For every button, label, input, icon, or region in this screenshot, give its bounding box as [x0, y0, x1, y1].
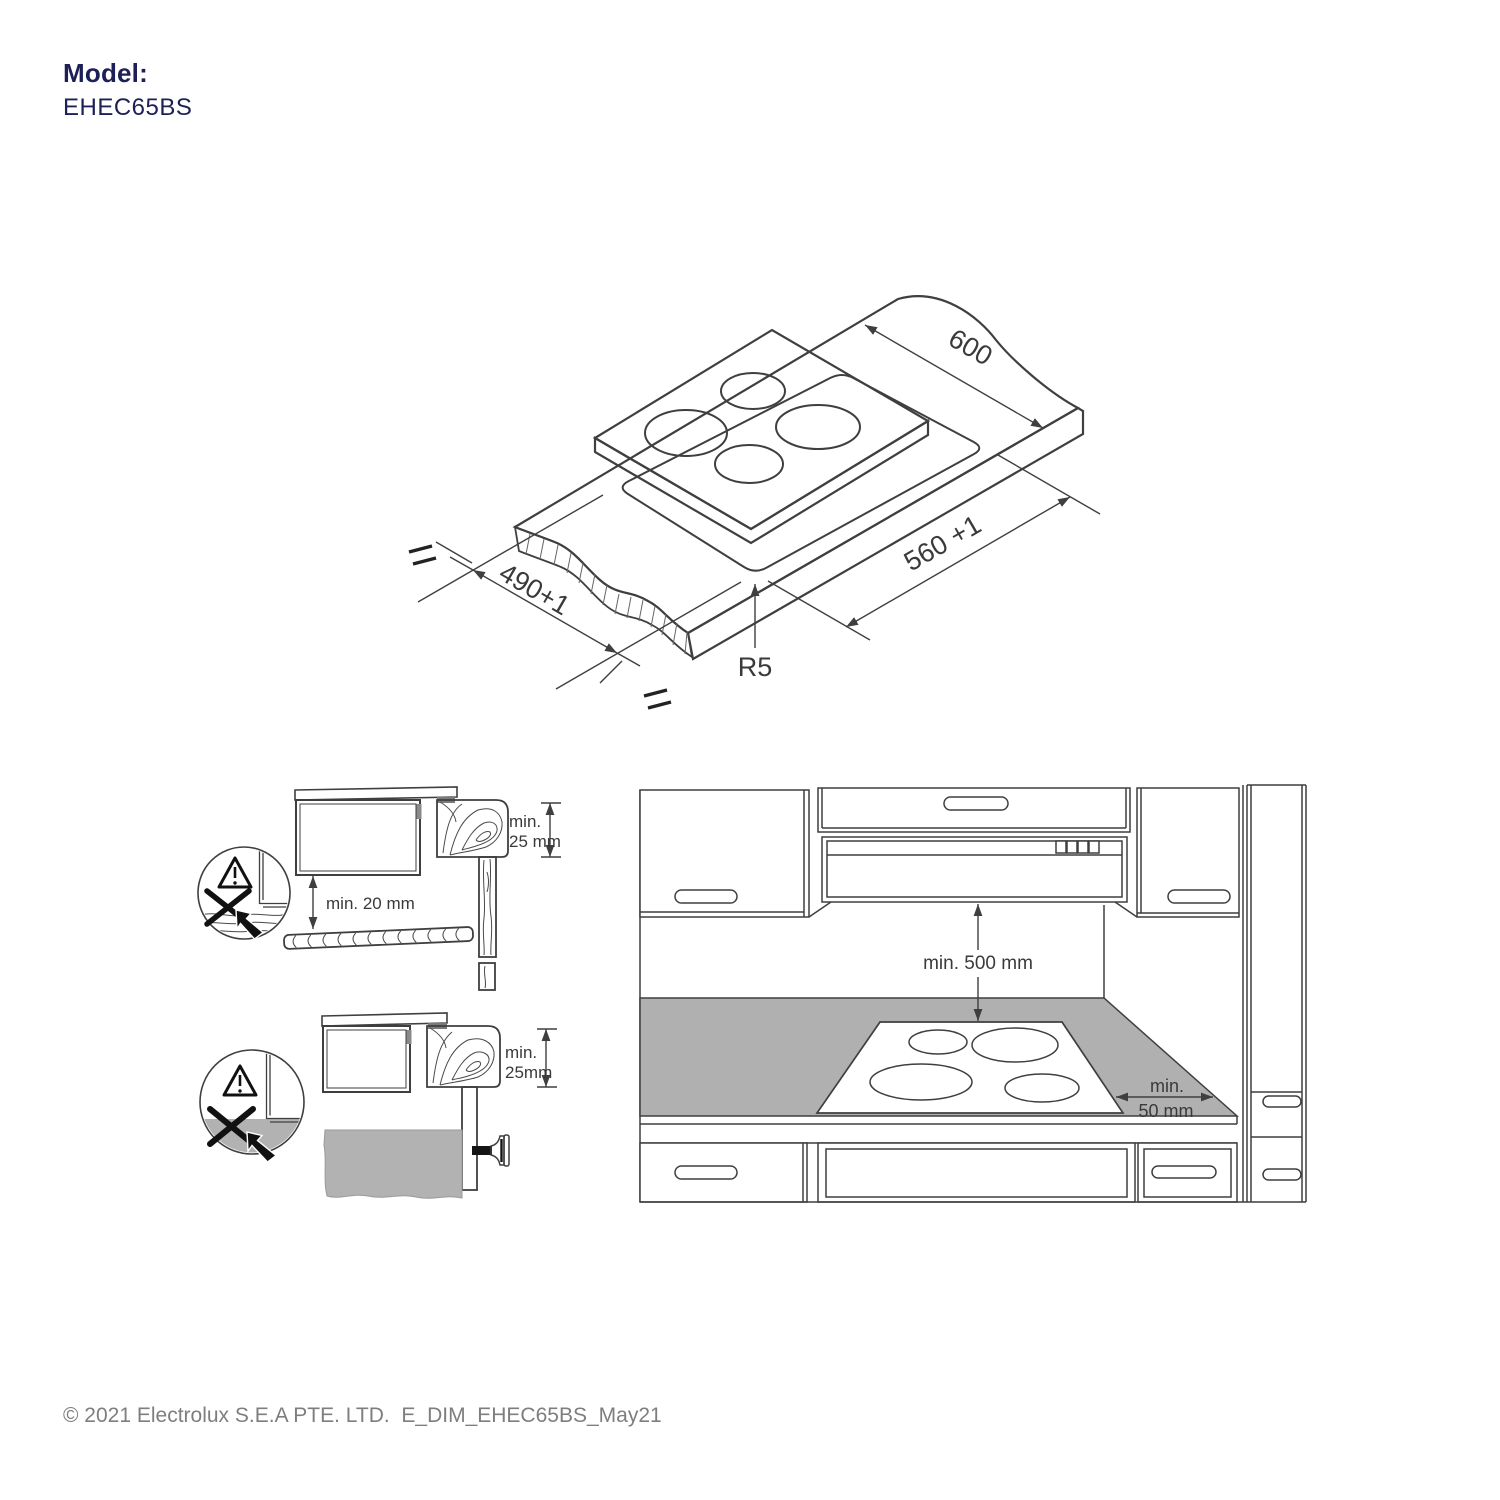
kitchen-elevation-drawing: min. 500 mm min. 50 mm: [639, 784, 1307, 1203]
separator-panel: [461, 1086, 478, 1191]
warning-detail-circle: [197, 846, 291, 940]
dim-490: 490+1: [408, 494, 742, 710]
burner-left: [644, 409, 728, 457]
copyright-footer: © 2021 Electrolux S.E.A PTE. LTD. E_DIM_…: [63, 1404, 662, 1427]
dim-min-25mm-top: min. 25 mm: [509, 802, 561, 858]
model-label: Model:: [63, 58, 148, 88]
burner-front-left: [869, 1063, 973, 1101]
dim-560-label: 560 +1: [899, 509, 986, 577]
right-wall-cabinet: [1136, 787, 1240, 918]
hood-control-buttons: [1055, 840, 1100, 854]
left-wall-cabinet: [639, 789, 810, 918]
burner-back-right: [971, 1027, 1059, 1063]
dim-min20-label: min. 20 mm: [326, 894, 415, 913]
burner-front-right: [1004, 1073, 1080, 1103]
dim-min-50mm: min. 50 mm: [1116, 1076, 1213, 1121]
hob: [592, 328, 931, 545]
dim-min25-line2: 25 mm: [509, 832, 561, 851]
burner-back-left: [908, 1029, 968, 1055]
dim-min-20mm: min. 20 mm: [308, 876, 415, 929]
dim-50-label-line2: 50 mm: [1138, 1101, 1193, 1121]
warning-detail-circle: [199, 1049, 305, 1163]
dim-min25-line1: min.: [509, 812, 541, 831]
shelf-board: [283, 926, 474, 950]
warning-triangle-icon: [222, 1064, 258, 1097]
warning-triangle-icon: [217, 856, 253, 889]
cabinet-side-panel: [478, 856, 497, 991]
pointer-arrow-icon: [246, 1131, 278, 1163]
wood-grain: [429, 1027, 495, 1086]
countertop-section: [436, 799, 509, 858]
dim-min-25mm-bottom: min. 25mm: [505, 1028, 557, 1088]
dim-600-label: 600: [943, 323, 997, 372]
screw-icon: [472, 1134, 510, 1167]
cross-icon: [207, 1106, 256, 1147]
section-detail-bottom: min. 25mm: [199, 1012, 557, 1199]
hob-body-section: [295, 799, 422, 876]
burner-back: [720, 372, 786, 410]
hob-body-section: [322, 1025, 412, 1093]
dim-min25b-line1: min.: [505, 1043, 537, 1062]
cabinet-handle: [674, 889, 738, 904]
hob-burners: [644, 372, 861, 484]
wood-grain: [439, 801, 503, 856]
equal-mark-top: [408, 544, 437, 566]
drawer-handle: [1151, 1165, 1217, 1179]
model-block: Model: EHEC65BS: [63, 58, 192, 122]
drawer-handle: [674, 1165, 738, 1180]
oven-block: [323, 1129, 463, 1199]
cooktop-on-counter: [815, 1021, 1125, 1114]
dim-50-label-line1: min.: [1150, 1076, 1184, 1096]
model-number: EHEC65BS: [63, 94, 193, 121]
equal-mark-bottom: [643, 688, 672, 710]
burner-right: [775, 404, 861, 450]
fixing-bracket: [406, 1030, 412, 1044]
section-detail-top: min. 25 mm min. 20 mm: [197, 786, 561, 991]
dim-min-500mm: min. 500 mm: [900, 904, 1057, 1021]
cabinet-handle: [1167, 889, 1231, 904]
dim-600: 600: [864, 323, 1044, 429]
dim-r5: R5: [738, 584, 773, 682]
dim-500-label: min. 500 mm: [923, 953, 1033, 974]
tall-cabinet-column: [1242, 784, 1307, 1202]
fixing-bracket: [416, 804, 422, 819]
cabinet-handle: [943, 796, 1009, 811]
top-middle-cabinet: [817, 787, 1131, 833]
base-cabinets: [639, 1142, 1306, 1203]
range-hood: [821, 836, 1128, 903]
hob-corner-lines: [265, 1051, 303, 1123]
isometric-cutout-drawing: 600 560 +1 490+1 R5: [408, 295, 1101, 710]
dim-min25b-line2: 25mm: [505, 1063, 552, 1082]
dim-560: 560 +1: [767, 454, 1101, 641]
pointer-arrow-icon: [235, 909, 265, 940]
cabinet-handle: [1262, 1168, 1302, 1181]
hob-glass-section: [294, 786, 458, 801]
dim-r5-label: R5: [738, 652, 773, 682]
burner-front: [714, 444, 784, 484]
cabinet-handle: [1262, 1095, 1302, 1108]
countertop-section: [426, 1025, 501, 1088]
countertop-slab: [512, 295, 1085, 661]
cutout-outline: [621, 374, 981, 572]
